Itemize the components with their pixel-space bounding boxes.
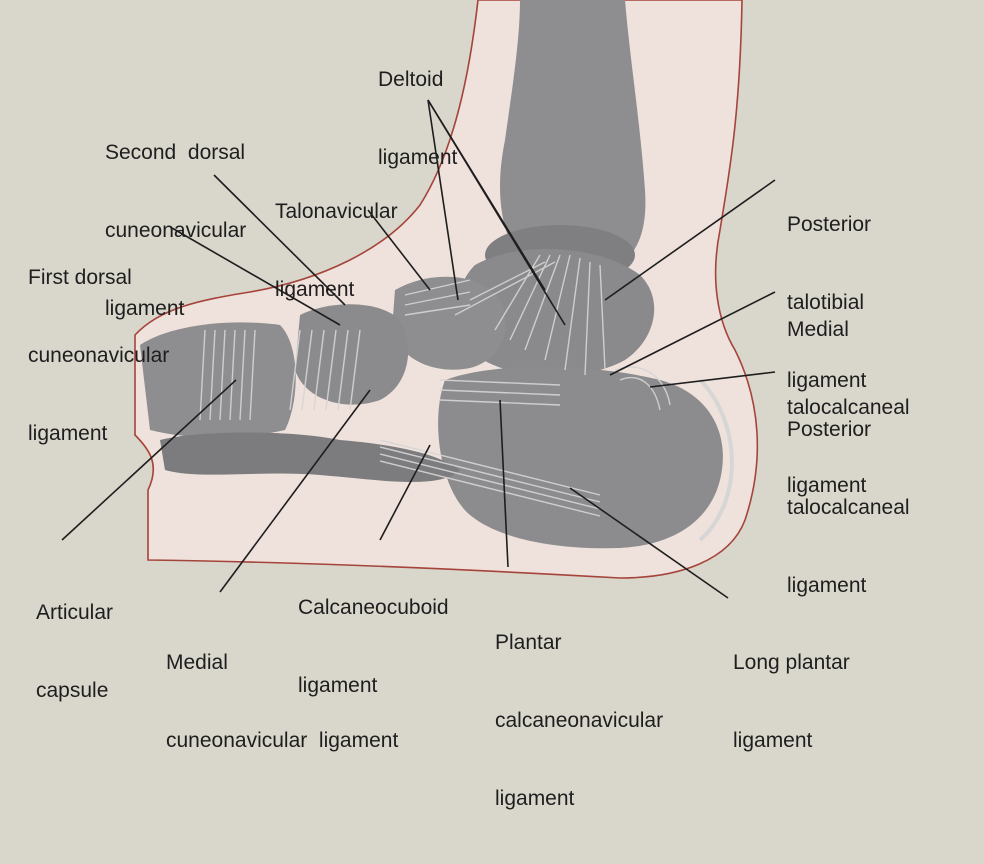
label-medial-cuneonavicular-ligament: Medial cuneonavicular ligament [166, 598, 398, 806]
foot-ligament-diagram: Deltoid ligament Second dorsal cuneonavi… [0, 0, 984, 690]
label-talonavicular-ligament: Talonavicular ligament [275, 147, 398, 355]
calcaneus-bone [438, 367, 723, 548]
label-articular-capsule: Articular capsule [36, 548, 113, 756]
label-long-plantar-ligament: Long plantar ligament [733, 598, 850, 806]
label-first-dorsal-cuneonavicular-ligament: First dorsal cuneonavicular ligament [28, 213, 169, 499]
label-plantar-calcaneonavicular-ligament: Plantar calcaneonavicular ligament [495, 578, 663, 864]
